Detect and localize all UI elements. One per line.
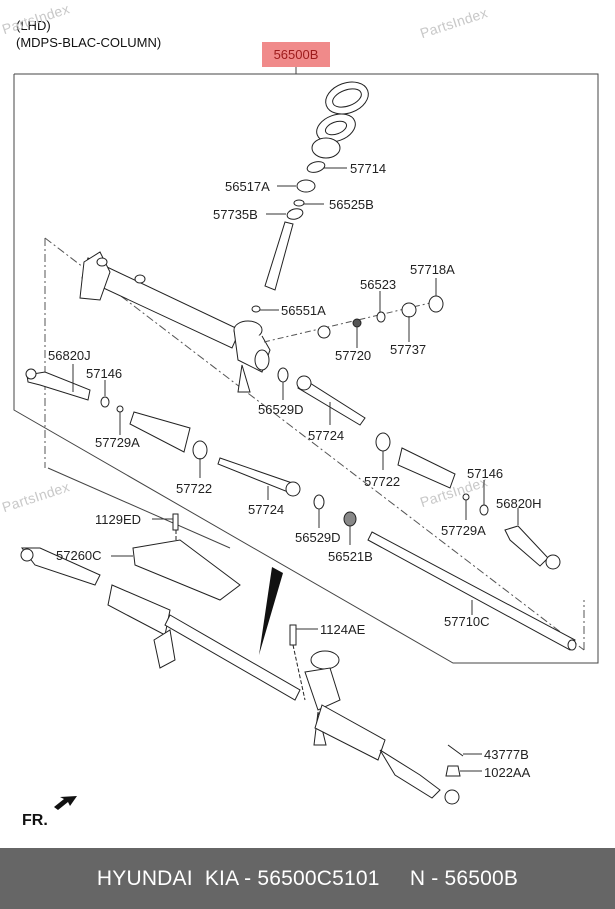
part-label-43777B[interactable]: 43777B bbox=[484, 747, 529, 762]
yoke-56521B bbox=[343, 511, 357, 527]
leader-lines bbox=[72, 167, 519, 772]
rack-housing-upper bbox=[79, 251, 271, 393]
tie-rod-end-left-lower bbox=[20, 547, 101, 586]
part-label-56529D-upper[interactable]: 56529D bbox=[258, 402, 304, 417]
inner-tie-rod-57724-lower bbox=[217, 457, 296, 495]
front-direction-arrow-icon bbox=[54, 796, 77, 810]
clamp-57722-right bbox=[375, 432, 391, 452]
part-label-57722-left[interactable]: 57722 bbox=[176, 481, 213, 496]
assembly-callout-56500B[interactable]: 56500B bbox=[262, 42, 330, 67]
part-label-56525B[interactable]: 56525B bbox=[329, 197, 374, 212]
footer-bar: HYUNDAI KIA - 56500C5101 N - 56500B bbox=[0, 848, 615, 909]
part-label-57718A[interactable]: 57718A bbox=[410, 262, 455, 277]
part-label-56517A[interactable]: 56517A bbox=[225, 179, 270, 194]
part-label-57260C[interactable]: 57260C bbox=[56, 548, 102, 563]
part-label-56529D-lower[interactable]: 56529D bbox=[295, 530, 341, 545]
footer-reference: N - 56500B bbox=[409, 867, 519, 890]
column-seal-stack bbox=[251, 81, 369, 313]
part-label-57146-left[interactable]: 57146 bbox=[86, 366, 123, 381]
boot-left bbox=[129, 411, 191, 453]
rack-assembly-lower bbox=[20, 513, 464, 805]
washer-57714 bbox=[306, 161, 326, 173]
plug-56551A bbox=[251, 305, 261, 313]
part-label-57729A-right[interactable]: 57729A bbox=[441, 523, 486, 538]
front-direction-label: FR. bbox=[22, 812, 48, 829]
header-note-lhd: (LHD) bbox=[16, 18, 51, 33]
part-label-56820J[interactable]: 56820J bbox=[48, 348, 91, 363]
oring-56529D-upper bbox=[277, 367, 289, 383]
rack-bar-57710C bbox=[367, 531, 576, 651]
left-tie-rod-group bbox=[25, 367, 577, 651]
assembly-arrow-wedge bbox=[259, 567, 283, 655]
part-label-56820H[interactable]: 56820H bbox=[496, 496, 542, 511]
ring-56525B bbox=[293, 199, 305, 207]
castle-nut-1022AA bbox=[445, 765, 461, 777]
seal-57735B bbox=[286, 208, 304, 220]
boot-right bbox=[397, 447, 456, 489]
tie-rod-end-56820J bbox=[26, 371, 91, 401]
bolt-1129ED bbox=[172, 513, 179, 531]
part-label-1129ED[interactable]: 1129ED bbox=[95, 512, 142, 527]
part-label-56551A[interactable]: 56551A bbox=[281, 303, 326, 318]
tie-rod-end-56820H bbox=[504, 525, 549, 567]
assembly-frame bbox=[13, 67, 599, 664]
bolt-1124AE bbox=[289, 624, 297, 646]
part-label-57735B[interactable]: 57735B bbox=[213, 207, 258, 222]
part-label-57724-upper[interactable]: 57724 bbox=[308, 428, 345, 443]
clip-57729A-left bbox=[116, 405, 124, 413]
part-label-57710C[interactable]: 57710C bbox=[444, 614, 490, 629]
pinion-shaft bbox=[264, 221, 294, 291]
clamp-57722-left bbox=[192, 440, 208, 460]
part-label-57146-right[interactable]: 57146 bbox=[467, 466, 504, 481]
part-label-56521B[interactable]: 56521B bbox=[328, 549, 373, 564]
oring-56529D-lower bbox=[313, 494, 325, 510]
part-label-57720[interactable]: 57720 bbox=[335, 348, 372, 363]
spring-57720 bbox=[352, 318, 362, 328]
nut-57146-right bbox=[479, 504, 489, 516]
part-label-57737[interactable]: 57737 bbox=[390, 342, 427, 357]
footer-part-number: HYUNDAI KIA - 56500C5101 bbox=[96, 867, 380, 890]
nut-57146-left bbox=[100, 396, 110, 408]
part-label-1022AA[interactable]: 1022AA bbox=[484, 765, 531, 780]
part-label-57729A-left[interactable]: 57729A bbox=[95, 435, 140, 450]
part-label-56523[interactable]: 56523 bbox=[360, 277, 397, 292]
seal-body bbox=[311, 137, 341, 159]
cotter-pin-43777B bbox=[447, 744, 464, 757]
clip-57729A-right bbox=[462, 493, 470, 501]
part-label-57714[interactable]: 57714 bbox=[350, 161, 387, 176]
yoke-57737 bbox=[401, 302, 417, 318]
adjuster-plug bbox=[317, 325, 331, 339]
part-label-57722-right[interactable]: 57722 bbox=[364, 474, 401, 489]
seal-57718A bbox=[428, 295, 444, 313]
pinion-housing-lower bbox=[310, 650, 340, 670]
part-label-1124AE[interactable]: 1124AE bbox=[320, 622, 366, 637]
part-label-57724-lower[interactable]: 57724 bbox=[248, 502, 285, 517]
header-note-variant: (MDPS-BLAC-COLUMN) bbox=[16, 35, 162, 50]
bearing-56517A bbox=[296, 179, 316, 193]
ring-56523 bbox=[376, 311, 386, 323]
subassembly-frame bbox=[44, 237, 585, 651]
exploded-parts-diagram bbox=[13, 67, 599, 810]
heat-shield-57260C bbox=[132, 539, 241, 601]
